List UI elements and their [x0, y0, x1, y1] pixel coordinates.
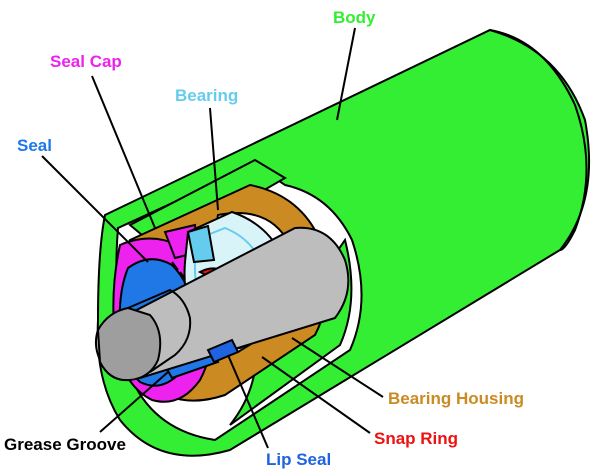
leader-seal-cap — [91, 75, 156, 229]
label-snap-ring: Snap Ring — [374, 429, 459, 448]
leader-bearing-housing — [291, 337, 384, 398]
label-bearing: Bearing — [175, 86, 239, 105]
label-grease-groove: Grease Groove — [4, 435, 126, 454]
label-bearing-housing: Bearing Housing — [388, 389, 525, 408]
leader-lip-seal — [227, 354, 269, 449]
leader-lines — [41, 27, 384, 449]
label-body: Body — [333, 8, 376, 27]
label-seal-cap: Seal Cap — [50, 52, 122, 71]
leader-body — [336, 27, 356, 121]
leader-seal — [41, 155, 149, 263]
label-lip-seal: Lip Seal — [266, 450, 332, 469]
leader-snap-ring — [261, 356, 371, 434]
label-seal: Seal — [17, 136, 52, 155]
leader-bearing — [209, 107, 219, 211]
lip-seal — [206, 338, 240, 364]
shaft — [94, 226, 350, 382]
leader-grease-groove — [99, 371, 169, 433]
